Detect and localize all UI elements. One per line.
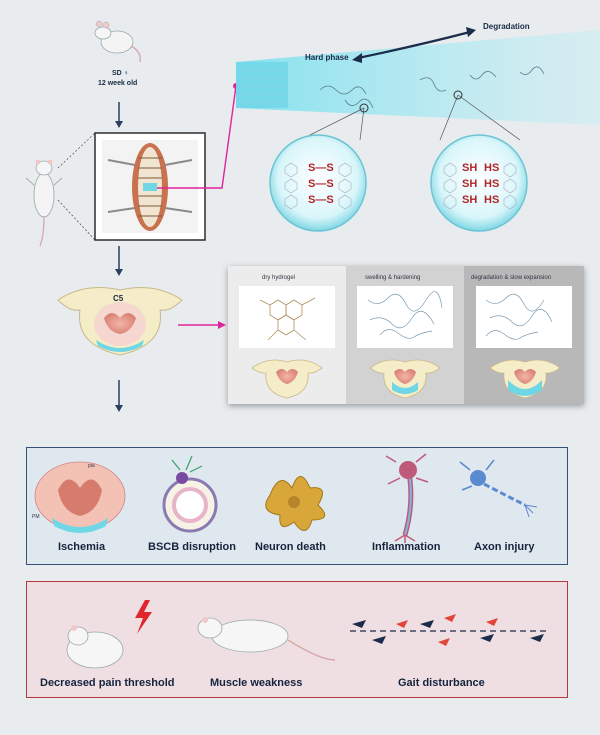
pathology-label-inflammation: Inflammation <box>372 541 441 553</box>
pathology-label-ischemia: Ischemia <box>58 541 106 553</box>
vertebra-label: C5 <box>113 294 124 303</box>
degradation-label: Degradation <box>483 22 530 31</box>
outcome-label-muscle: Muscle weakness <box>210 677 303 689</box>
stage-label-degradation: degradation & slow expansion <box>471 275 552 281</box>
pathology-label-neuron: Neuron death <box>255 541 326 553</box>
pain-rat-illustration <box>66 625 124 669</box>
hydrogel-stages-box <box>228 266 584 404</box>
thiol-bubble <box>430 134 528 232</box>
ischemia-illustration <box>34 461 126 533</box>
thiol-right-3: HS <box>484 194 500 206</box>
stage-label-swelling: swelling & hardening <box>365 275 421 281</box>
thiol-left-3: SH <box>462 194 478 206</box>
thiol-right-1: HS <box>484 162 500 174</box>
hard-phase-label: Hard phase <box>305 53 349 62</box>
rat-label-line2: 12 week old <box>98 80 138 87</box>
pathology-label-bscb: BSCB disruption <box>148 541 236 553</box>
disulfide-bond-1: S—S <box>308 162 334 174</box>
weak-rat-illustration <box>197 617 336 661</box>
pm-label: PM <box>32 514 40 520</box>
phase-transition-arrow <box>357 30 471 60</box>
pia-label: pia <box>88 463 95 469</box>
c5-vertebra <box>57 287 183 356</box>
rat-side-illustration <box>25 159 63 247</box>
neuron-death-illustration <box>265 476 326 531</box>
outcome-label-gait: Gait disturbance <box>398 677 485 689</box>
thiol-right-2: HS <box>484 178 500 190</box>
rat-label-line1: SD ♀ <box>112 70 129 77</box>
thiol-left-1: SH <box>462 162 478 174</box>
surgery-view <box>94 132 206 241</box>
gait-pattern <box>350 614 550 646</box>
stage-panels <box>228 266 584 404</box>
pathology-label-axon: Axon injury <box>474 541 535 553</box>
stage-label-dry: dry hydrogel <box>262 275 296 281</box>
disulfide-bond-2: S—S <box>308 178 334 190</box>
inflammation-illustration <box>385 453 429 543</box>
hydrogel-beam <box>236 30 600 125</box>
outcome-label-pain: Decreased pain threshold <box>40 677 175 689</box>
disulfide-bond-3: S—S <box>308 194 334 206</box>
thiol-left-2: SH <box>462 178 478 190</box>
lightning-icon <box>135 600 152 634</box>
axon-injury-illustration <box>459 459 538 518</box>
bscb-illustration <box>162 455 218 533</box>
rat-top-illustration <box>94 20 141 63</box>
